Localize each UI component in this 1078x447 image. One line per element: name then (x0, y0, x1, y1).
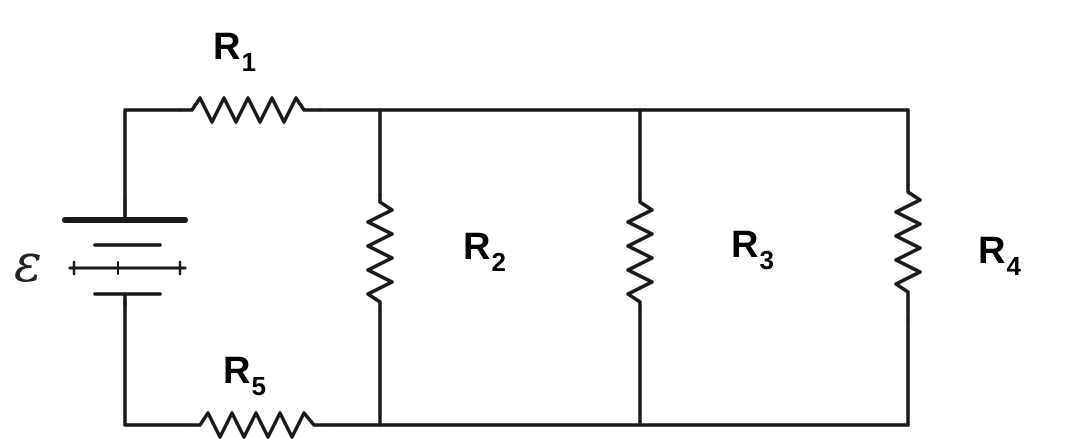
label-r5: R5 (223, 350, 266, 399)
resistor-r5-symbol (188, 411, 332, 439)
label-r5-letter: R (223, 350, 251, 392)
resistor-r4-symbol (894, 183, 922, 322)
bottom-left-wire (123, 298, 192, 427)
label-r3-letter: R (731, 224, 759, 266)
resistor-r2-symbol (366, 193, 394, 312)
label-r4: R4 (978, 230, 1021, 279)
resistor-r3-symbol (626, 193, 654, 312)
label-r5-subscript: 5 (251, 371, 266, 401)
label-r4-letter: R (978, 230, 1006, 272)
resistor-r1-symbol (178, 96, 322, 124)
label-r1: R1 (213, 26, 256, 75)
label-r3: R3 (731, 224, 774, 273)
label-r2-subscript: 2 (491, 247, 506, 277)
label-r1-letter: R (213, 26, 241, 68)
label-r2: R2 (463, 226, 506, 275)
label-r3-subscript: 3 (759, 245, 774, 275)
battery-symbol (62, 198, 188, 307)
emf-symbol: ε (14, 234, 42, 294)
label-r4-subscript: 4 (1006, 251, 1021, 281)
top-left-wire (123, 108, 182, 217)
label-r2-letter: R (463, 226, 491, 268)
label-r1-subscript: 1 (241, 47, 256, 77)
